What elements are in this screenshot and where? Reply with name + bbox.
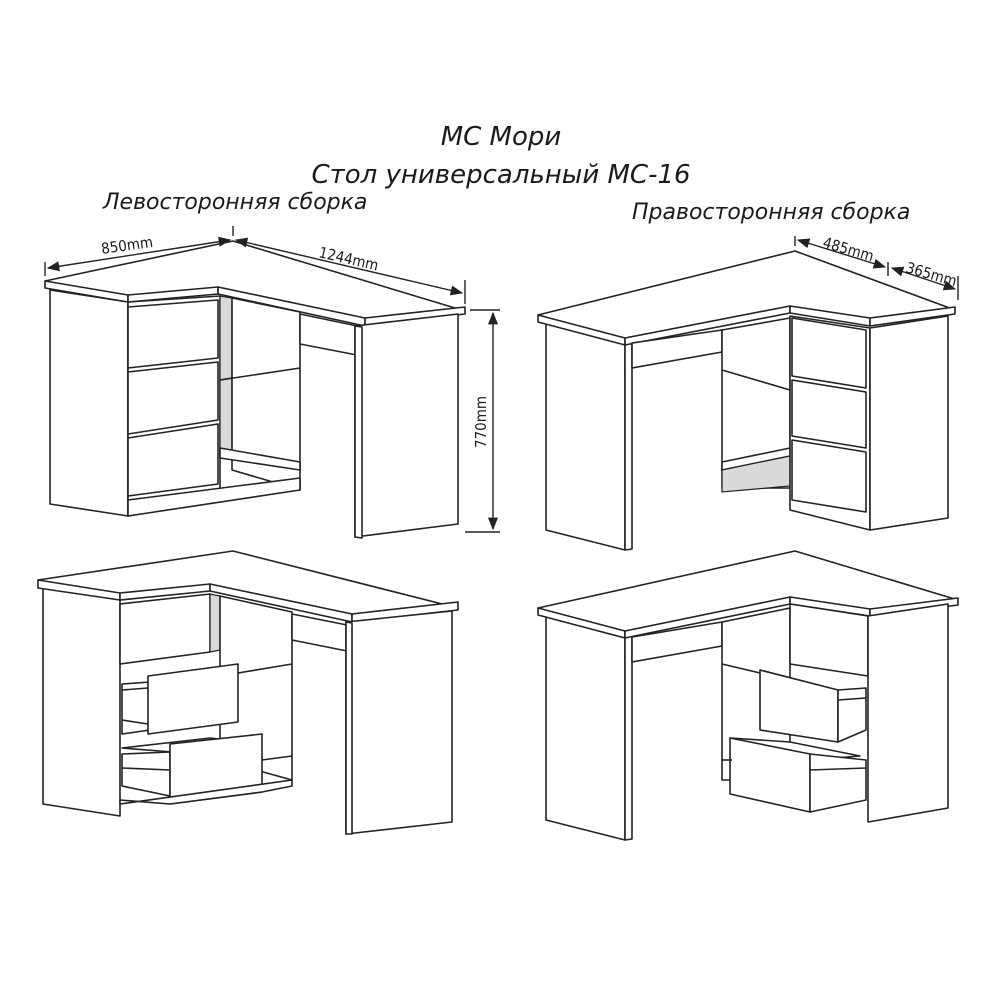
- left-assembly-open: [37, 550, 459, 835]
- left-assembly-closed: [44, 240, 466, 539]
- dimension-850-label: 850mm: [100, 233, 154, 258]
- dimension-770: 770mm: [465, 309, 500, 533]
- right-assembly-caption: Правосторонняя сборка: [632, 200, 911, 225]
- dimension-770-label: 770mm: [472, 396, 490, 448]
- right-assembly-open: [537, 550, 959, 841]
- left-assembly-caption: Левосторонняя сборка: [103, 190, 368, 215]
- product-title: Стол универсальный МС-16: [311, 160, 691, 190]
- dimension-485-label: 485mm: [821, 234, 876, 266]
- brand-title: МС Мори: [440, 122, 562, 152]
- right-assembly-closed: [537, 250, 956, 551]
- dimension-365-label: 365mm: [904, 259, 959, 291]
